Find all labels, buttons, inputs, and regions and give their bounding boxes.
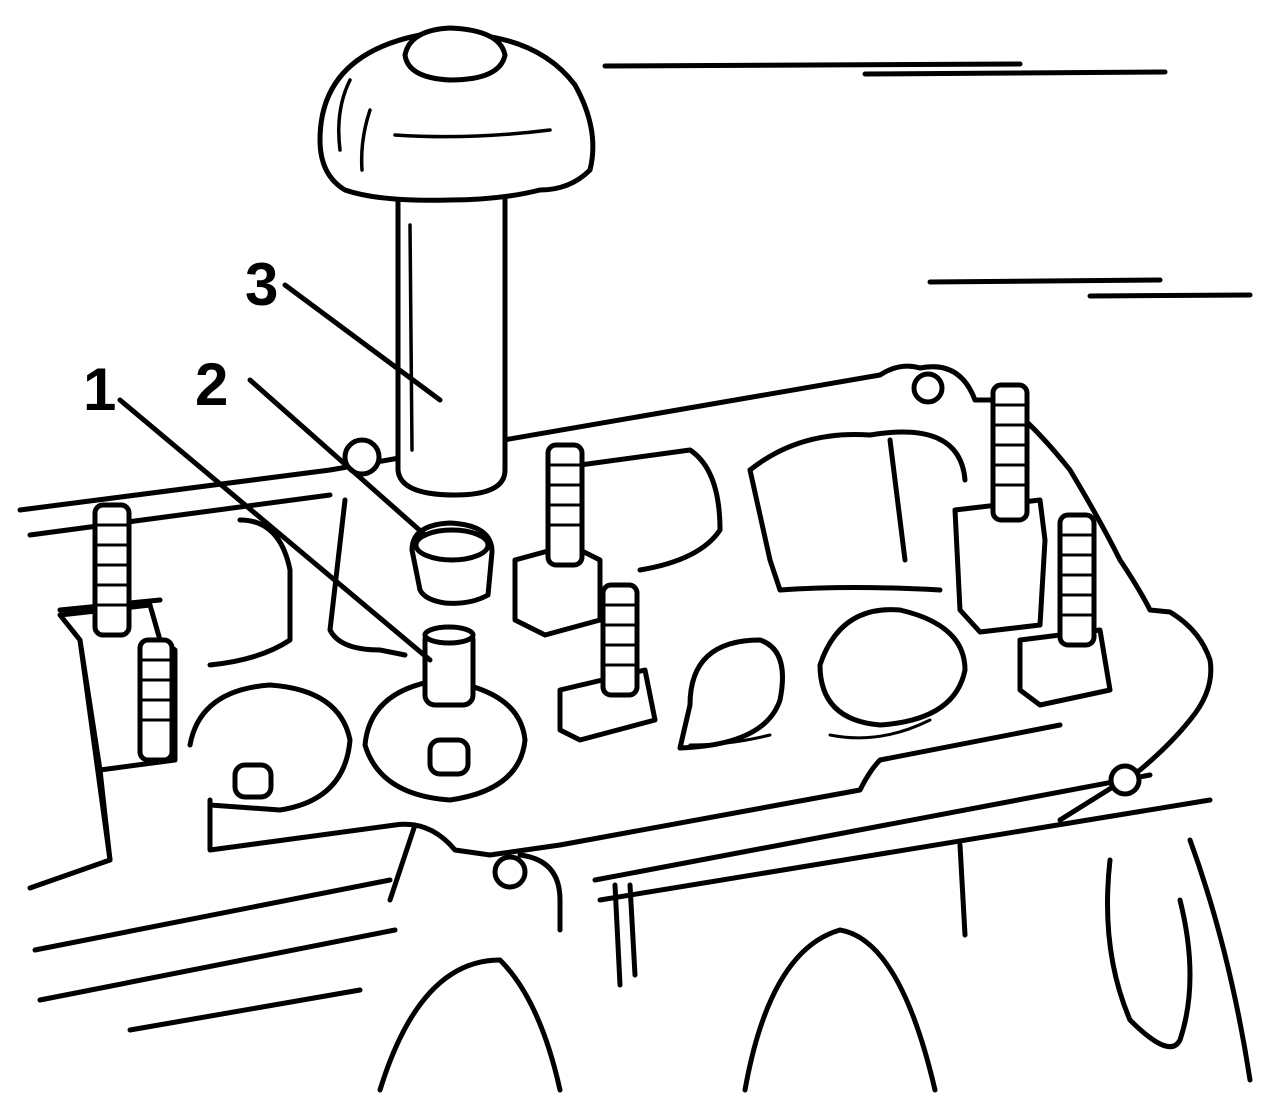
stud-1 <box>92 502 132 638</box>
stud-6 <box>1057 512 1097 648</box>
stud-4 <box>600 582 640 698</box>
stud-3 <box>545 442 585 568</box>
cylinder-head-studs <box>92 382 1097 763</box>
callout-3: 3 <box>245 251 278 318</box>
seal-installer-tool <box>317 25 596 498</box>
callout-leaders <box>117 282 443 663</box>
callout-1: 1 <box>83 356 116 423</box>
stud-2 <box>137 637 175 763</box>
stud-5 <box>990 382 1030 523</box>
valve-stem-seal <box>409 520 495 606</box>
motion-lines <box>602 61 1253 299</box>
line-art <box>17 25 1253 1093</box>
valve-pockets <box>187 429 968 813</box>
valve-stem <box>422 624 476 708</box>
cylinder-head-body <box>17 363 1253 1093</box>
callout-2: 2 <box>195 351 228 418</box>
